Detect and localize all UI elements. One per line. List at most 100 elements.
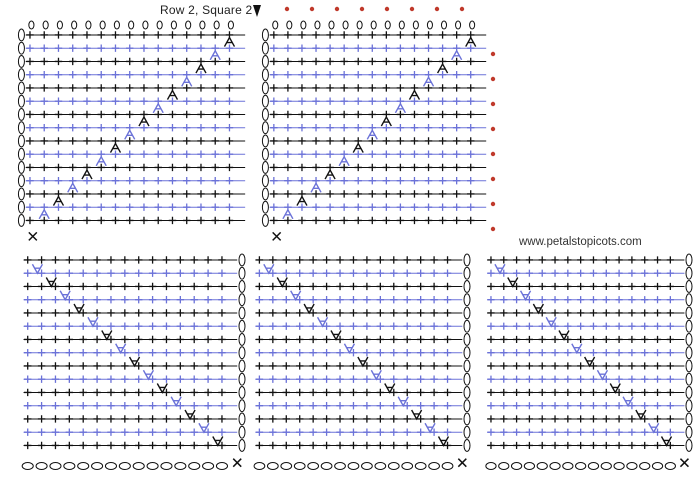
increase-stitch: [571, 343, 583, 355]
sc-stitch: [363, 322, 371, 330]
sc-stitch: [602, 441, 610, 450]
sc-stitch: [97, 123, 105, 132]
sc-stitch: [538, 282, 546, 291]
sc-stitch: [628, 415, 636, 423]
sc-stitch: [255, 348, 264, 357]
sc-stitch: [376, 428, 385, 436]
sc-stitch: [336, 295, 344, 304]
sc-stitch: [140, 176, 148, 185]
sc-stitch: [183, 44, 191, 52]
sc-stitch: [577, 309, 585, 317]
increase-stitch: [290, 290, 302, 302]
chain-stitch: [261, 28, 269, 42]
sc-stitch: [111, 44, 120, 52]
increase-stitch: [128, 356, 141, 368]
sc-stitch: [148, 388, 157, 397]
sc-stitch: [424, 97, 433, 105]
sc-stitch: [154, 110, 162, 119]
chain-stitch: [463, 332, 471, 346]
sc-stitch: [443, 441, 452, 450]
sc-stitch: [93, 282, 101, 291]
sc-stitch: [513, 441, 521, 450]
sc-stitch: [69, 163, 77, 172]
sc-stitch: [162, 335, 171, 344]
sc-stitch: [270, 176, 278, 185]
chain-stitch: [300, 20, 307, 30]
sc-stitch: [487, 256, 495, 264]
sc-stitch: [284, 137, 292, 145]
sc-stitch: [322, 401, 331, 410]
sc-stitch: [467, 110, 475, 119]
sc-stitch: [121, 309, 129, 317]
sc-stitch: [403, 348, 411, 357]
sc-stitch: [121, 428, 129, 436]
sc-stitch: [255, 335, 264, 344]
sc-stitch: [538, 441, 546, 450]
sc-stitch: [390, 309, 398, 317]
sc-stitch: [452, 110, 461, 119]
sc-stitch: [211, 31, 219, 39]
sc-stitch: [83, 97, 91, 105]
sc-stitch: [336, 309, 344, 317]
sc-stitch: [37, 428, 46, 436]
sc-stitch: [83, 110, 91, 119]
sc-stitch: [538, 415, 546, 423]
increase-stitch: [195, 62, 207, 74]
sc-stitch: [403, 401, 411, 410]
sc-stitch: [298, 84, 306, 92]
sc-stitch: [168, 150, 177, 158]
join-marker-icon: [434, 6, 440, 12]
increase-stitch: [212, 436, 224, 447]
chain-stitch: [238, 306, 246, 320]
sc-stitch: [197, 123, 205, 132]
sc-stitch: [525, 402, 533, 410]
sc-stitch: [340, 163, 348, 172]
join-marker-icon: [334, 6, 340, 12]
sc-stitch: [363, 401, 371, 410]
sc-stitch: [309, 441, 317, 450]
sc-stitch: [513, 335, 521, 344]
sc-stitch: [322, 428, 331, 436]
sc-stitch: [148, 256, 157, 264]
sc-stitch: [363, 282, 371, 291]
sc-stitch: [282, 348, 290, 357]
sc-stitch: [525, 349, 533, 357]
sc-stitch: [443, 335, 452, 344]
sc-stitch: [487, 428, 495, 436]
sc-stitch: [135, 401, 143, 410]
sc-stitch: [225, 137, 234, 145]
sc-stitch: [376, 309, 385, 317]
sc-stitch: [296, 388, 304, 397]
sc-stitch: [424, 190, 433, 198]
increase-stitch: [156, 383, 168, 394]
sc-stitch: [190, 428, 198, 436]
sc-stitch: [211, 203, 219, 211]
sc-stitch: [121, 375, 129, 383]
sc-stitch: [296, 309, 304, 317]
sc-stitch: [140, 70, 148, 79]
sc-stitch: [416, 388, 425, 397]
sc-stitch: [162, 362, 171, 370]
sc-stitch: [218, 348, 226, 357]
sc-stitch: [168, 110, 177, 119]
sc-stitch: [298, 216, 306, 225]
sc-stitch: [628, 282, 636, 291]
sc-stitch: [176, 401, 185, 410]
chain-stitch: [261, 107, 269, 121]
sc-stitch: [65, 256, 74, 264]
sc-stitch: [218, 309, 226, 317]
sc-stitch: [111, 190, 120, 198]
sc-stitch: [148, 348, 157, 357]
sc-stitch: [282, 415, 290, 423]
sc-stitch: [204, 415, 212, 423]
chain-stitch: [42, 20, 49, 30]
chain-stitch: [685, 438, 693, 452]
sc-stitch: [336, 375, 344, 383]
sc-stitch: [65, 388, 74, 397]
sc-stitch: [452, 150, 461, 158]
sc-stitch: [396, 216, 405, 225]
sc-stitch: [270, 31, 278, 39]
sc-stitch: [197, 31, 205, 39]
sc-stitch: [430, 348, 438, 357]
sc-stitch: [183, 137, 191, 145]
